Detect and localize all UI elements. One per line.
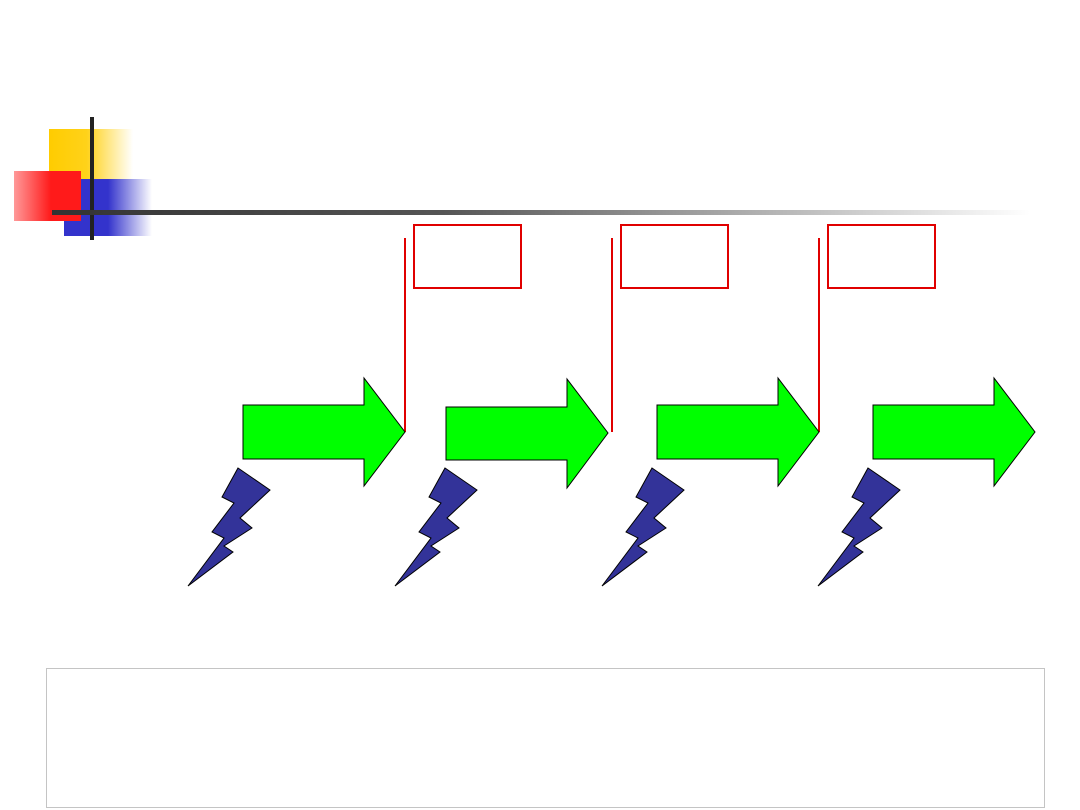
title-logo [14,117,152,240]
callout-label-box [620,224,729,289]
logo-vertical-line [90,117,94,240]
callout-label-box [827,224,936,289]
process-arrow [656,376,820,488]
process-arrow [242,376,406,488]
title-rule [52,210,1030,215]
callout-2 [611,224,729,432]
stage-4 [872,376,1036,488]
lightning-bolt-icon [601,467,685,587]
stage-3 [656,376,820,488]
lightning-bolt-icon [187,467,271,587]
notes-text-box[interactable] [46,668,1045,808]
stage-1 [242,376,406,488]
lightning-bolt-icon [817,467,901,587]
callout-1 [404,224,522,432]
process-arrow [445,377,609,490]
stage-2 [445,377,609,490]
process-arrow [872,376,1036,488]
callout-label-box [413,224,522,289]
lightning-bolt-icon [394,467,478,587]
callout-3 [818,224,936,432]
